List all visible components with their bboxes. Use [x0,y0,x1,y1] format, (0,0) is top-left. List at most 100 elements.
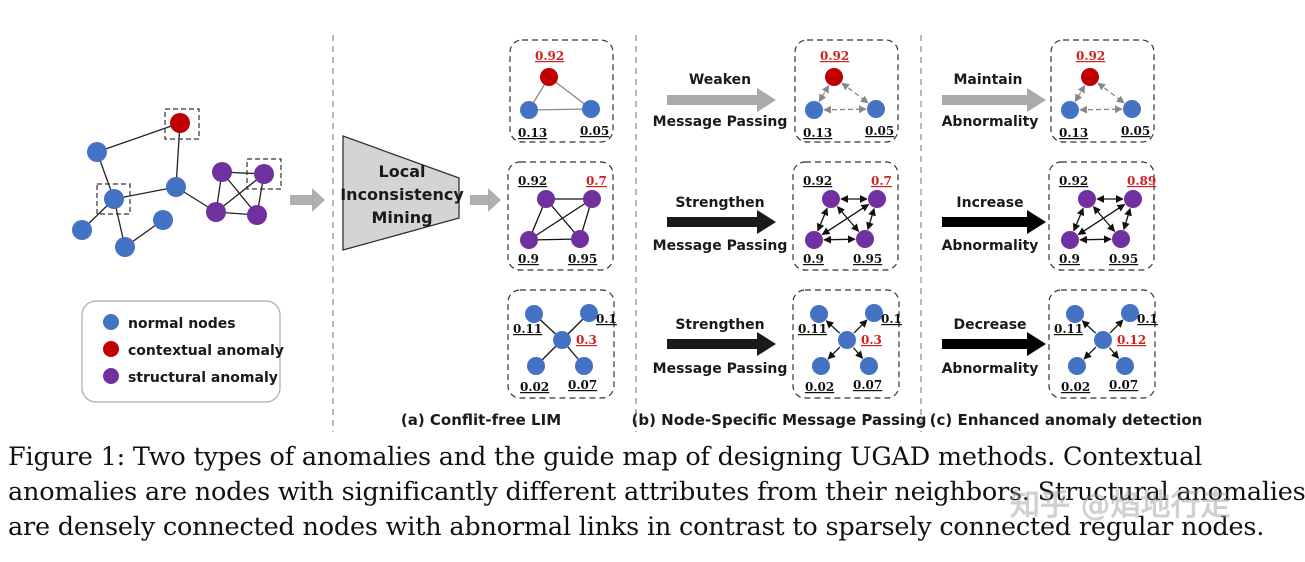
normal-node [553,331,571,349]
structural-anomaly-node [254,164,274,184]
score-label: 0.02 [520,380,549,394]
normal-node [582,100,600,118]
lim-line-2: Inconsistency [340,185,464,204]
arrow-c2-top: Increase [956,195,1023,211]
weaken-arrow [667,88,776,112]
structural-anomaly-node [537,190,555,208]
structural-anomaly-node [822,190,840,208]
arrow-b2-bottom: Message Passing [653,238,788,254]
score-label: 0.92 [803,174,832,188]
score-label: 0.95 [1109,252,1138,266]
normal-node [812,357,830,375]
normal-node [580,304,598,322]
highlight-box [246,158,282,190]
structural-anomaly-node [247,205,267,225]
watermark: 知乎 @焰地行走 [1010,488,1231,523]
arrow-b3-bottom: Message Passing [653,361,788,377]
panel-b-arrows: Weaken Message Passing Strengthen Messag… [653,72,788,377]
score-label: 0.92 [1059,174,1088,188]
contextual-anomaly-node [1081,68,1099,86]
structural-anomaly-node [583,190,601,208]
score-label: 0.92 [820,49,849,63]
normal-node [1061,101,1079,119]
arrow-to-lim [290,188,325,212]
lim-line-3: Mining [371,208,432,227]
arrow-c3-top: Decrease [953,317,1026,333]
score-label: 0.11 [798,322,827,336]
arrow-c1-top: Maintain [953,72,1022,88]
arrow-c3-bottom: Abnormality [942,361,1039,377]
normal-node [1094,331,1112,349]
normal-node [87,142,107,162]
legend: normal nodes contextual anomaly structur… [81,300,284,403]
normal-node [166,177,186,197]
increase-arrow [942,210,1046,234]
arrow-to-panel-a [470,188,501,212]
arrow-c1-bottom: Abnormality [942,114,1039,130]
score-label: 0.3 [861,333,882,347]
score-label: 0.13 [1059,126,1088,140]
normal-node [153,210,173,230]
normal-node [1066,305,1084,323]
caption-line-2: anomalies are nodes with significantly d… [8,477,1305,507]
score-label: 0.92 [518,174,547,188]
decrease-arrow [942,332,1046,356]
normal-node [520,101,538,119]
normal-node [1116,357,1134,375]
score-label: 0.95 [853,252,882,266]
arrow-c2-bottom: Abnormality [942,238,1039,254]
contextual-anomaly-node [170,113,190,133]
score-label: 0.05 [580,124,609,138]
normal-node [575,357,593,375]
normal-node [525,305,543,323]
structural-anomaly-node [868,190,886,208]
score-label: 0.07 [568,378,597,392]
figure-caption: Figure 1: Two types of anomalies and the… [8,440,1305,545]
panel-c-arrows: Maintain Abnormality Increase Abnormalit… [942,72,1046,377]
score-label: 0.3 [576,333,597,347]
score-label: 0.9 [518,252,539,266]
normal-node [527,357,545,375]
score-label: 0.07 [1109,378,1138,392]
normal-node [860,357,878,375]
score-label: 0.07 [853,378,882,392]
mini-graph-row1: 0.92 0.13 0.05 [1050,39,1155,143]
arrow-b3-top: Strengthen [675,317,764,333]
score-label: 0.95 [568,252,597,266]
score-label: 0.05 [1121,124,1150,138]
score-label: 0.9 [1059,252,1080,266]
structural-anomaly-node [1078,190,1096,208]
score-label: 0.13 [518,126,547,140]
normal-node [805,101,823,119]
arrow-b1-top: Weaken [689,72,751,88]
normal-node [865,304,883,322]
structural-anomaly-node [1112,230,1130,248]
legend-contextual-label: contextual anomaly [128,343,284,359]
panel-c-label: (c) Enhanced anomaly detection [930,411,1203,429]
score-label: 0.92 [1076,49,1105,63]
score-label: 0.11 [1054,322,1083,336]
score-label: 0.02 [805,380,834,394]
caption-line-3: are densely connected nodes with abnorma… [8,512,1265,542]
legend-normal-label: normal nodes [128,316,236,332]
lim-line-1: Local [379,162,426,181]
score-label: 0.1 [1137,312,1158,326]
strengthen-arrow [667,210,776,234]
normal-node [1123,100,1141,118]
panel-b-label: (b) Node-Specific Message Passing [632,411,927,429]
caption-line-1: Figure 1: Two types of anomalies and the… [8,442,1203,472]
normal-node [838,331,856,349]
score-label: 0.12 [1117,333,1146,347]
contextual-anomaly-node [540,68,558,86]
score-label: 0.1 [596,312,617,326]
score-label: 0.7 [871,174,892,188]
normal-node [1121,304,1139,322]
panel-a-label: (a) Conflit-free LIM [401,411,561,429]
figure-diagram: normal nodes contextual anomaly structur… [72,35,1203,432]
strengthen-arrow [667,332,776,356]
